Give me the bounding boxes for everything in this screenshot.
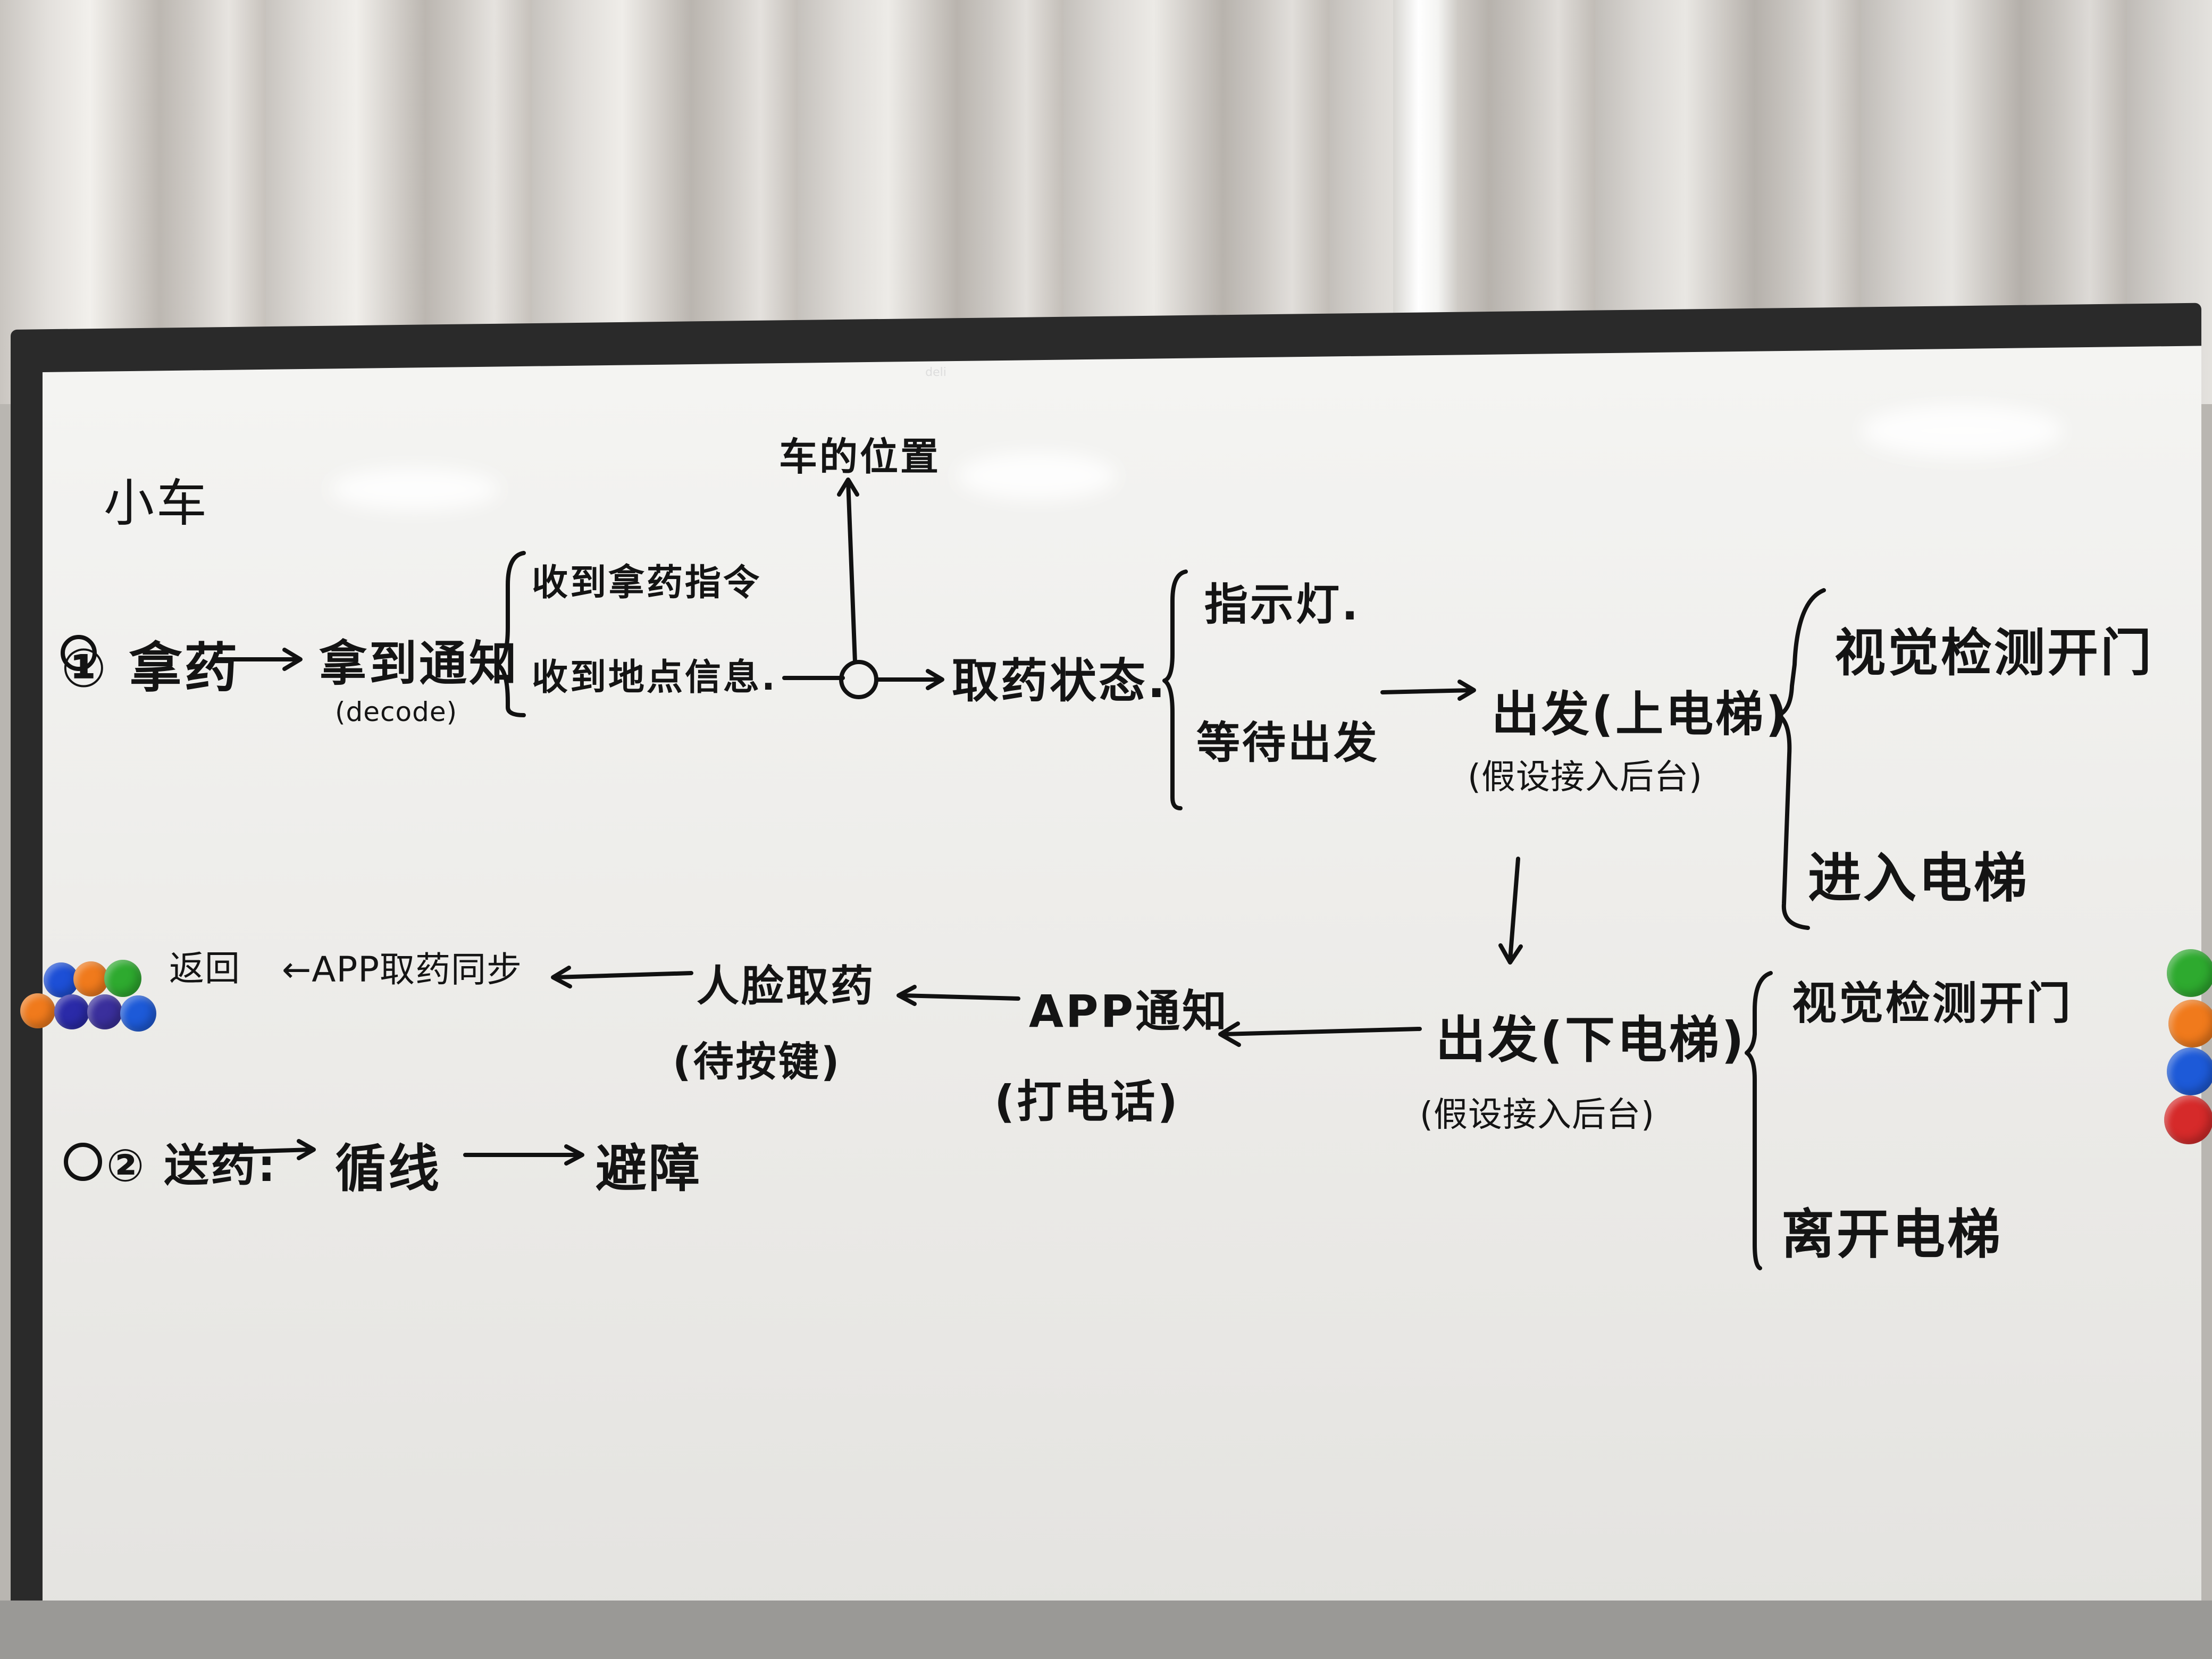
window-light [1393, 0, 1457, 340]
vision-open-label: 视觉检测开门 [1834, 623, 2154, 683]
leave-elevator-label: 离开电梯 [1781, 1203, 2002, 1266]
depart-down-label: 出发(下电梯) [1436, 1011, 1746, 1069]
app-sync-label: ←APP取药同步 [282, 949, 523, 990]
indicator-light-label: 指示灯. [1204, 580, 1361, 630]
magnet [120, 995, 156, 1032]
location-info-label: 收到地点信息. [532, 657, 777, 699]
depart-up-note: (假设接入后台) [1468, 758, 1703, 797]
car-position-label: 车的位置 [779, 434, 941, 479]
magnet [87, 994, 122, 1029]
glare-3 [1861, 404, 2063, 457]
title-label: 小车 [104, 474, 210, 533]
step-1-label: ① 拿药 [61, 637, 240, 699]
board-tray [0, 1601, 2212, 1659]
magnet [54, 994, 89, 1029]
magnet [73, 961, 108, 996]
wait-key-label: (待按键) [673, 1038, 842, 1085]
enter-elevator-label: 进入电梯 [1808, 847, 2029, 909]
magnet [104, 960, 141, 997]
glare-2 [957, 452, 1117, 500]
return-label: 返回 [169, 948, 240, 989]
pickup-status-label: 取药状态. [952, 653, 1168, 708]
wait-depart-label: 等待出发 [1196, 718, 1380, 768]
command-label: 收到拿药指令 [532, 562, 762, 604]
depart-up-label: 出发(上电梯) [1492, 686, 1790, 742]
decode-label: (decode) [335, 697, 458, 727]
brand-label: deli [925, 366, 946, 379]
receive-notice-label: 拿到通知 [319, 636, 519, 692]
glare-1 [330, 468, 500, 510]
magnet [2167, 1048, 2212, 1095]
app-notify-label: APP通知 [1029, 985, 1229, 1037]
line-follow-label: 循线 [335, 1139, 441, 1199]
depart-down-note: (假设接入后台) [1420, 1095, 1655, 1135]
obstacle-avoid-label: 避障 [596, 1139, 702, 1199]
magnet [2167, 949, 2212, 997]
face-pickup-label: 人脸取药 [697, 961, 875, 1011]
magnet [2164, 1095, 2212, 1144]
magnet [20, 993, 55, 1028]
magnet [44, 962, 79, 998]
step-2-label: ② 送药: [106, 1139, 278, 1192]
vision-open-2-label: 视觉检测开门 [1792, 977, 2073, 1029]
phone-call-label: (打电话) [994, 1076, 1180, 1128]
magnet [2168, 1000, 2212, 1048]
